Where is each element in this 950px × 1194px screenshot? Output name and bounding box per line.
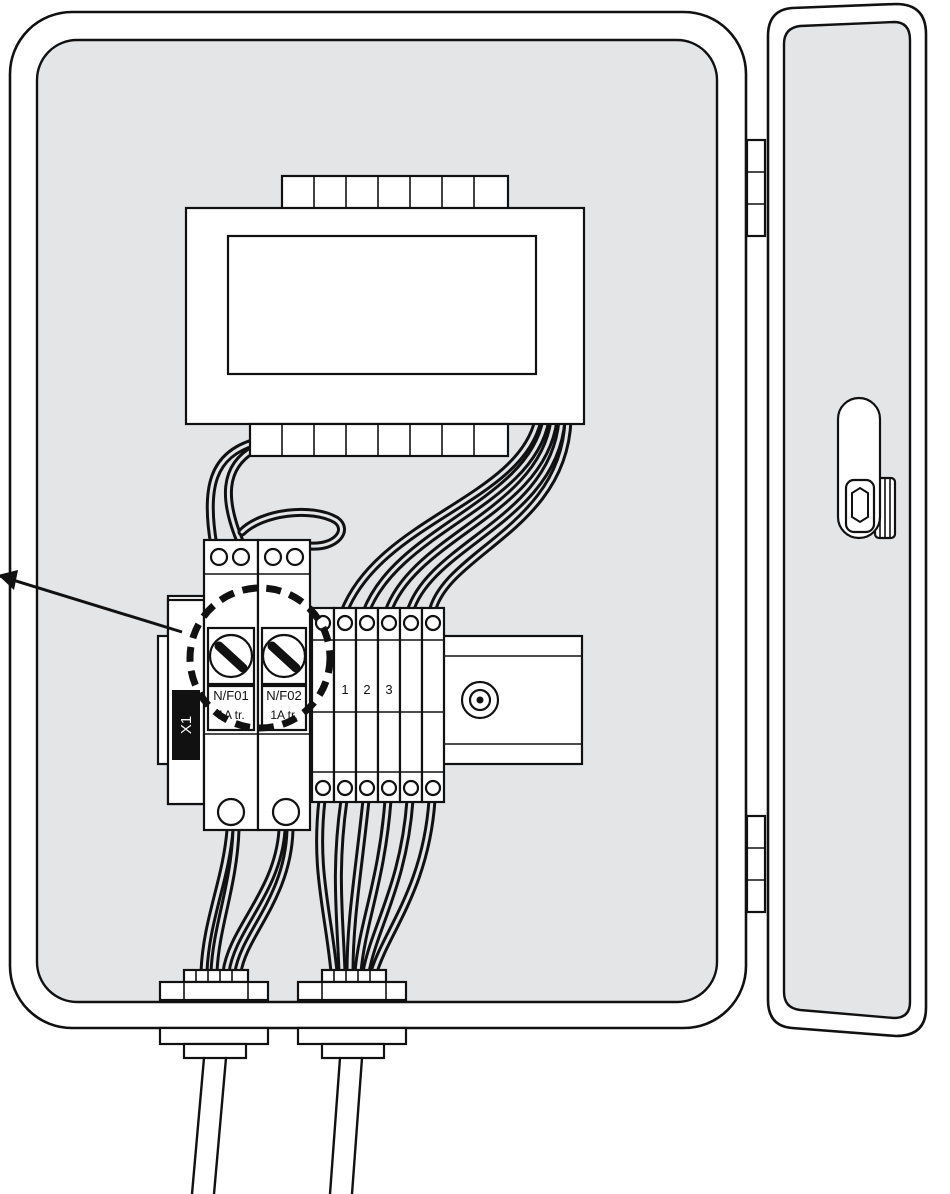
hinge-bottom [745, 814, 767, 914]
wires-terminals-to-gland [315, 795, 437, 977]
terminal-number-3: 3 [385, 682, 392, 697]
terminal-block-x1: X1 [166, 598, 206, 806]
fuse-holder-f02[interactable] [256, 538, 312, 832]
wires-transformer-to-terminals [339, 415, 573, 617]
terminal-screws-bottom [314, 779, 442, 797]
cable-gland-right [296, 968, 408, 1002]
wires-transformer-to-fuses [205, 437, 346, 551]
cable-right [296, 1026, 408, 1194]
hinge-top [745, 138, 767, 238]
terminal-number-1: 1 [341, 682, 348, 697]
terminal-strip [310, 606, 446, 804]
fuse-f02-id: N/F02 [266, 688, 301, 703]
transformer [184, 174, 586, 458]
door-lock-icon[interactable] [836, 396, 897, 540]
terminal-screws-top [314, 614, 442, 632]
cable-gland-left [158, 968, 270, 1002]
terminal-block-tag: X1 [178, 716, 195, 734]
wires-fuses-to-gland [199, 825, 295, 977]
fuse-holder-f01[interactable] [202, 538, 260, 832]
terminal-number-2: 2 [363, 682, 370, 697]
dashed-circle-highlight [186, 584, 334, 732]
pointer-arrow-icon [0, 570, 183, 634]
cable-left [158, 1026, 270, 1194]
fuse-f01-id: N/F01 [213, 688, 248, 703]
